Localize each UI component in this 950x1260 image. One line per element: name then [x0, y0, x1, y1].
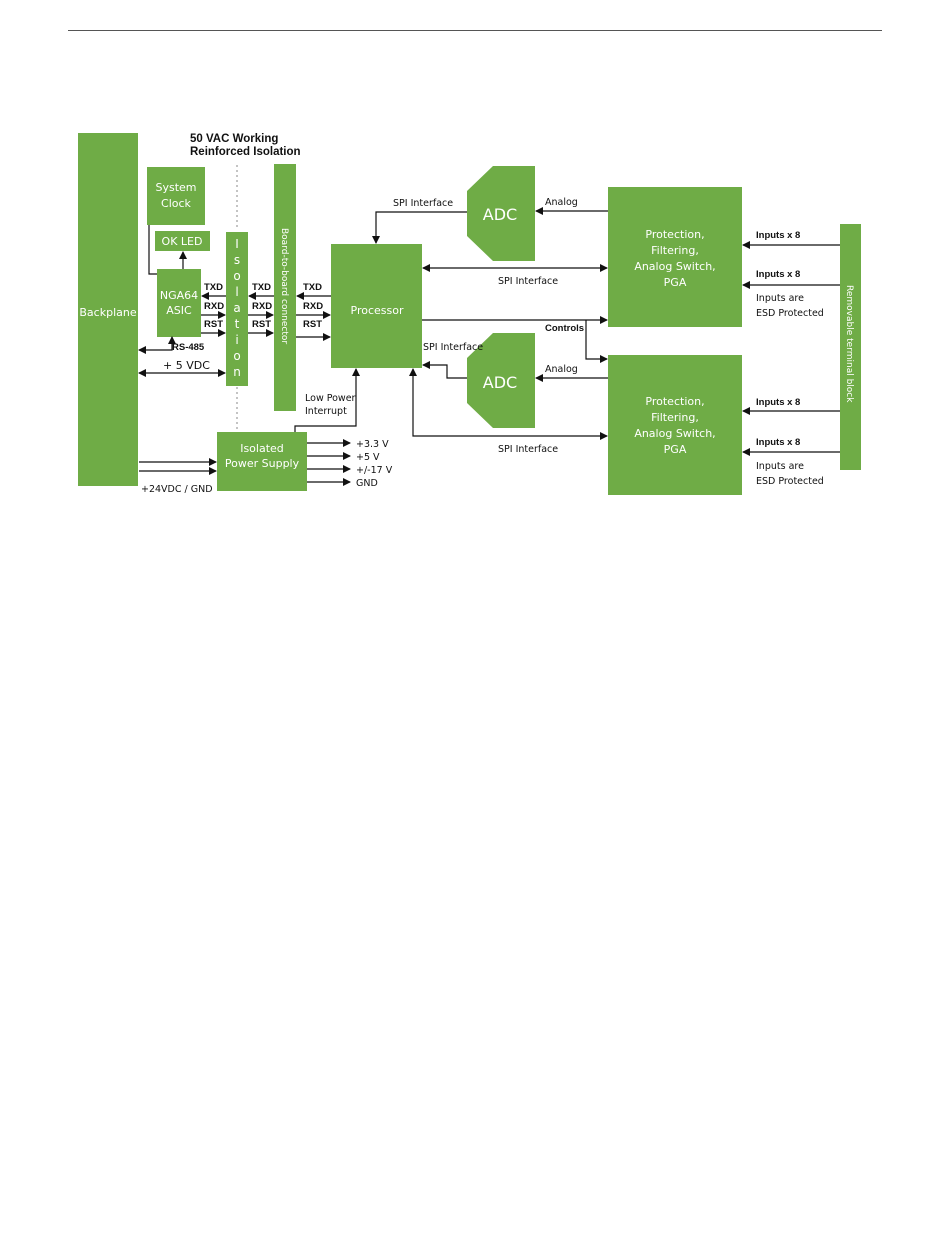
protection-top-line2: Filtering,: [651, 244, 699, 257]
rail-label-2: +5 V: [356, 452, 380, 463]
asic-clock-line: [148, 225, 157, 275]
adc-bottom-label: ADC: [483, 373, 517, 392]
spi-mid-top-label: SPI Interface: [498, 276, 558, 287]
isolation-letter: I: [235, 237, 239, 251]
rst-iso-label: RST: [252, 319, 271, 330]
low-power-arrow: [294, 368, 360, 432]
isolation-letter: o: [233, 349, 240, 363]
asic-label-1: NGA64: [160, 289, 198, 302]
isolation-letter: i: [235, 333, 238, 347]
inputs-bottom-label-2: Inputs x 8: [756, 437, 800, 448]
adc-top-label: ADC: [483, 205, 517, 224]
isolation-letter: t: [235, 317, 240, 331]
rst-asic-label: RST: [204, 319, 223, 330]
protection-top-line3: Analog Switch,: [634, 260, 715, 273]
isolation-label: Isolation: [233, 237, 241, 379]
inputs-top-label-2: Inputs x 8: [756, 269, 800, 280]
spi-adc-bottom-label: SPI Interface: [423, 342, 483, 353]
vdc5-label: + 5 VDC: [163, 359, 210, 372]
protection-bottom-line3: Analog Switch,: [634, 427, 715, 440]
protection-bottom-line2: Filtering,: [651, 411, 699, 424]
isolation-letter: s: [234, 253, 240, 267]
rs485-arrow: [138, 336, 176, 354]
controls-label: Controls: [545, 323, 584, 334]
protection-bottom-block: [608, 355, 742, 495]
isolation-title-line2: Reinforced Isolation: [190, 146, 301, 158]
system-clock-label-2: Clock: [161, 197, 192, 210]
protection-top-line4: PGA: [664, 276, 687, 289]
power-supply-block: [217, 432, 307, 491]
backplane-label: Backplane: [79, 306, 136, 319]
inputs-top-label-1: Inputs x 8: [756, 230, 800, 241]
isolation-letter: o: [233, 269, 240, 283]
board-connector-label: Board-to-board connector: [279, 228, 289, 344]
isolation-block: [226, 232, 248, 386]
txd-iso-label: TXD: [252, 282, 271, 293]
isolation-letter: l: [235, 285, 238, 299]
isolation-title-line1: 50 VAC Working: [190, 133, 278, 145]
spi-adc-top-arrow: [372, 211, 467, 244]
system-clock-block: [147, 167, 205, 225]
system-clock-label-1: System: [155, 181, 196, 194]
rail-label-4: GND: [356, 478, 378, 489]
board-connector-block: [274, 164, 296, 411]
rxd-iso-label: RXD: [252, 301, 272, 312]
processor-label: Processor: [351, 304, 404, 317]
adc-top-block: [467, 166, 535, 261]
protection-top-line1: Protection,: [645, 228, 704, 241]
protection-bottom-line1: Protection,: [645, 395, 704, 408]
esd-top-label-1: Inputs are: [756, 293, 804, 304]
esd-top-label-2: ESD Protected: [756, 308, 824, 319]
backplane-block: [78, 133, 138, 486]
rail-label-1: +3.3 V: [356, 439, 389, 450]
asic-label-2: ASIC: [166, 304, 192, 317]
esd-bottom-label-1: Inputs are: [756, 461, 804, 472]
power-supply-label-2: Power Supply: [225, 457, 300, 470]
protection-top-block: [608, 187, 742, 327]
protection-bottom-line4: PGA: [664, 443, 687, 456]
isolation-letter: n: [233, 365, 241, 379]
spi-adc-top-label: SPI Interface: [393, 198, 453, 209]
inputs-bottom-label-1: Inputs x 8: [756, 397, 800, 408]
asic-block: [157, 269, 201, 337]
low-power-label-1: Low Power: [305, 393, 356, 404]
rail-label-3: +/-17 V: [356, 465, 393, 476]
analog-bottom-label: Analog: [545, 364, 578, 375]
analog-top-label: Analog: [545, 197, 578, 208]
terminal-block-label: Removable terminal block: [844, 285, 854, 403]
rs485-label: RS-485: [172, 342, 205, 353]
ok-led-label: OK LED: [162, 235, 203, 248]
txd-proc-label: TXD: [303, 282, 322, 293]
ok-led-block: [155, 231, 210, 251]
txd-asic-label: TXD: [204, 282, 223, 293]
controls-arrow-bottom: [585, 320, 608, 363]
spi-adc-bottom-arrow: [422, 361, 467, 379]
low-power-label-2: Interrupt: [305, 406, 347, 417]
power-supply-label-1: Isolated: [240, 442, 284, 455]
terminal-block: [840, 224, 861, 470]
vdc24-label: +24VDC / GND: [141, 484, 213, 495]
rxd-proc-label: RXD: [303, 301, 323, 312]
spi-mid-bottom-label: SPI Interface: [498, 444, 558, 455]
rxd-asic-label: RXD: [204, 301, 224, 312]
header-rule: [68, 30, 882, 31]
spi-mid-bottom-arrow: [409, 368, 608, 440]
processor-block: [331, 244, 422, 368]
rst-proc-label: RST: [303, 319, 322, 330]
esd-bottom-label-2: ESD Protected: [756, 476, 824, 487]
isolation-letter: a: [233, 301, 240, 315]
